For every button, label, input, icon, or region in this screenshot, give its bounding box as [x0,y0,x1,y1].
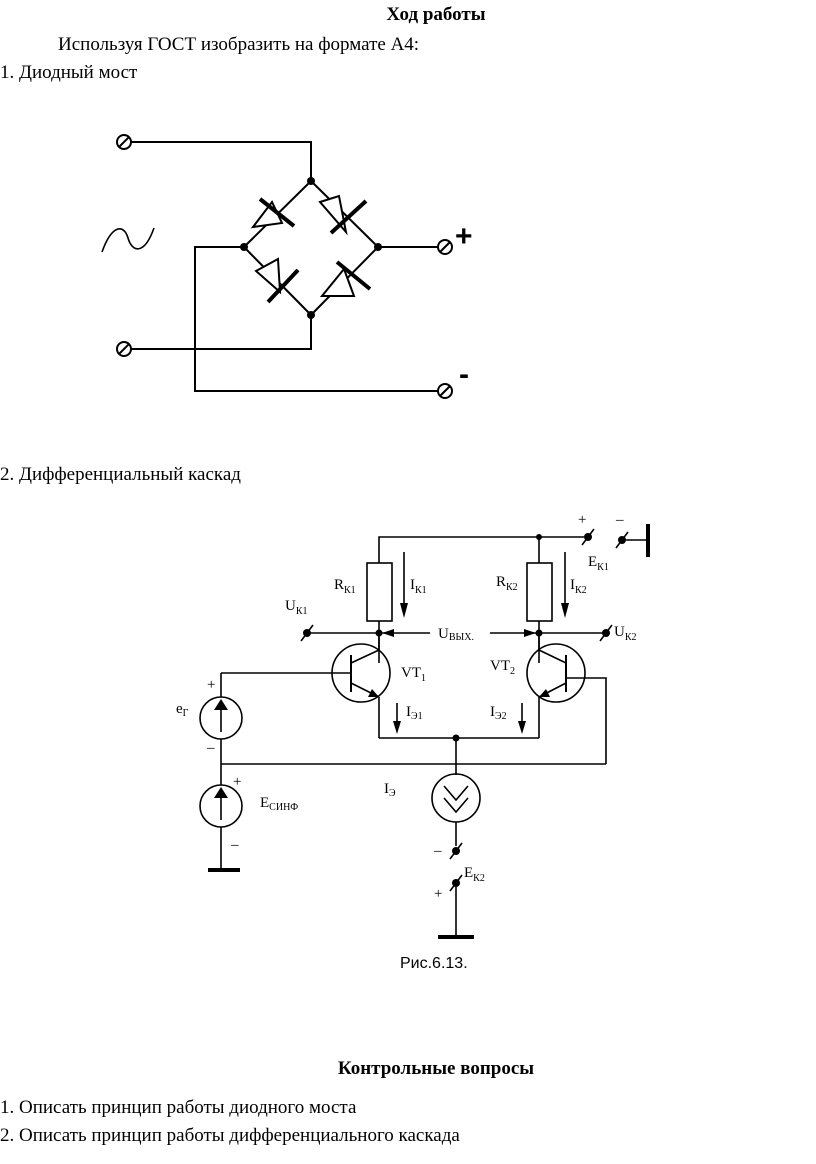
label-ek2-minus: – [433,843,442,859]
terminal-uk2 [599,624,613,642]
label-eg-minus: – [206,740,215,756]
label-esin: EСИНФ [260,795,298,813]
diode-bottom-right [319,260,372,297]
label-ek2-plus: + [434,886,442,902]
minus-label: - [459,358,469,391]
terminal-ek2-plus [449,874,463,892]
item-diff-cascade: 2. Дифференциальный каскад [0,464,241,485]
label-ek1-minus: – [615,512,624,528]
question-1: 1. Описать принцип работы диодного моста [0,1097,357,1118]
resistor-rk2 [526,562,553,622]
labels: RК1 IК1 RК2 IК2 UК1 UК2 UВЫХ. VT1 VT2 IЭ… [176,512,637,972]
label-ie2: IЭ2 [490,704,507,722]
terminal-uk1 [300,624,314,642]
intro-text: Используя ГОСТ изобразить на формате А4: [58,34,420,55]
arrow-uout-right [524,629,536,637]
wire-ac-bottom [131,315,312,350]
arrow-ik2 [561,552,569,618]
voltage-source-esin [199,784,243,828]
question-2: 2. Описать принцип работы дифференциальн… [0,1125,460,1146]
label-uout: UВЫХ. [438,626,474,643]
node-left [240,243,248,251]
label-uk2: UК2 [614,624,637,643]
node-bottom [307,311,315,319]
label-ik1: IК1 [410,577,427,596]
diode-top-right [318,194,368,236]
wire-top-rail [378,536,584,563]
arrow-ie1 [393,703,401,734]
resistor-rk1 [366,562,393,622]
label-ik2: IК2 [570,577,587,596]
diff-cascade-diagram: RК1 IК1 RК2 IК2 UК1 UК2 UВЫХ. VT1 VT2 IЭ… [176,512,650,972]
label-ie: IЭ [384,781,396,799]
diode-bottom-left [254,257,300,304]
node-rail [536,534,542,540]
voltage-source-eg [199,696,243,740]
transistor-vt2 [526,643,607,764]
arrow-uout-left [382,629,394,637]
node-top [307,177,315,185]
arrow-ik1 [400,552,408,618]
label-esin-plus: + [233,774,241,790]
label-vt1: VT1 [401,665,426,684]
wire-minus [194,246,438,392]
label-ek1: EК1 [588,554,609,573]
label-ek1-plus: + [578,512,586,528]
label-ie1: IЭ1 [406,704,423,722]
label-vt2: VT2 [490,658,515,677]
terminal-ek2-minus [449,842,463,860]
label-rk1: RК1 [334,577,356,596]
label-uk1: UК1 [285,598,308,617]
wire-ac-top [131,141,312,181]
ac-sine-icon [101,227,155,253]
label-esin-minus: – [230,837,239,853]
label-rk2: RК2 [496,574,518,593]
current-source-ie [431,773,481,823]
diode-bridge-diagram: + - [101,134,473,399]
figure-caption: Рис.6.13. [400,955,468,972]
terminal-ek1-plus [581,528,595,546]
terminal-ek1-minus [615,531,629,549]
label-eg-plus: + [207,677,215,693]
questions-title: Контрольные вопросы [337,1058,535,1079]
diode-top-left [250,197,296,229]
plus-label: + [455,220,473,253]
label-eg: eГ [176,701,189,719]
item-diode-bridge: 1. Диодный мост [0,62,138,83]
label-ek2: EК2 [464,865,485,884]
bridge-right-upper [310,180,379,248]
node-right [374,243,382,251]
transistor-vt1 [221,643,391,703]
arrow-ie2 [518,703,526,734]
page-heading: Ход работы [386,4,486,25]
